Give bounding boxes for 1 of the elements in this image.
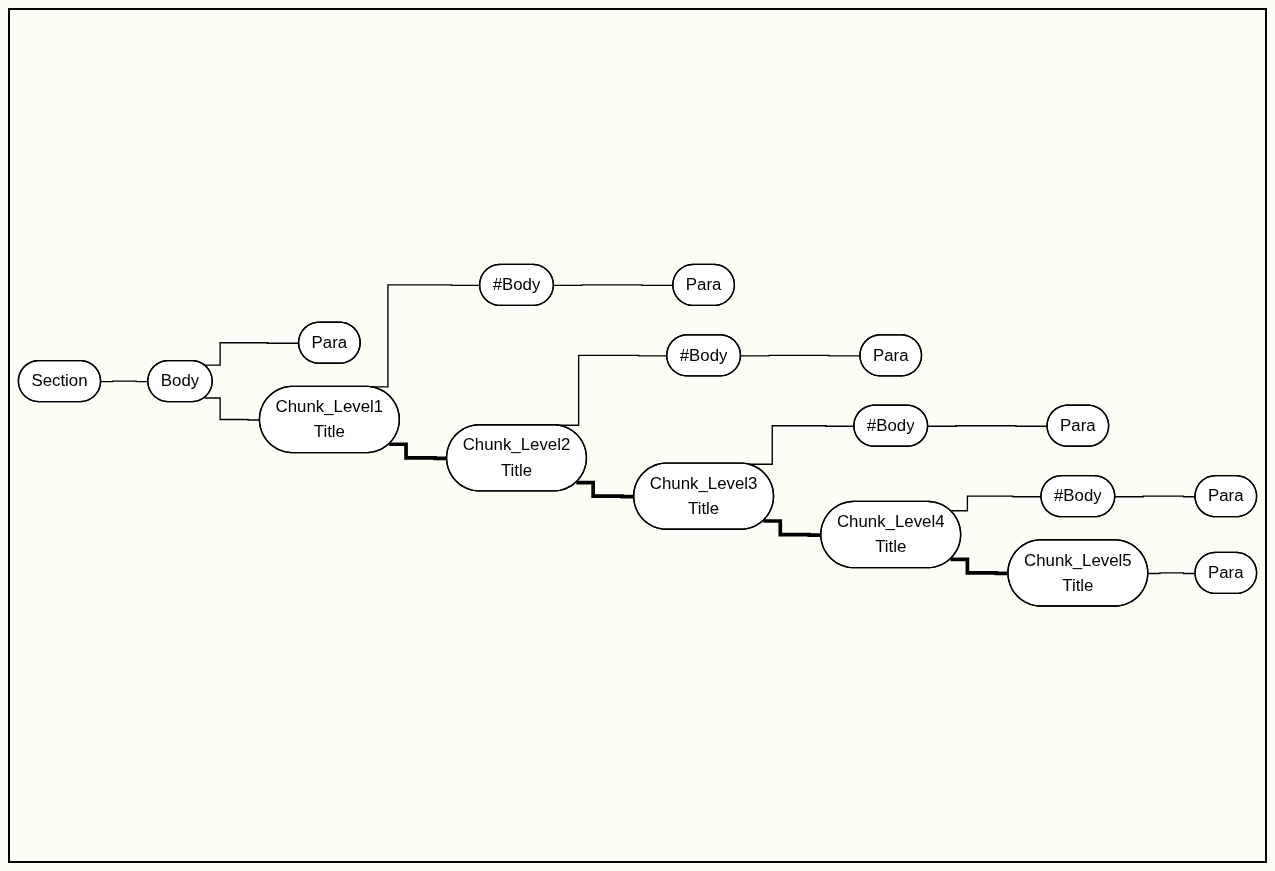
- connector: [950, 557, 1009, 576]
